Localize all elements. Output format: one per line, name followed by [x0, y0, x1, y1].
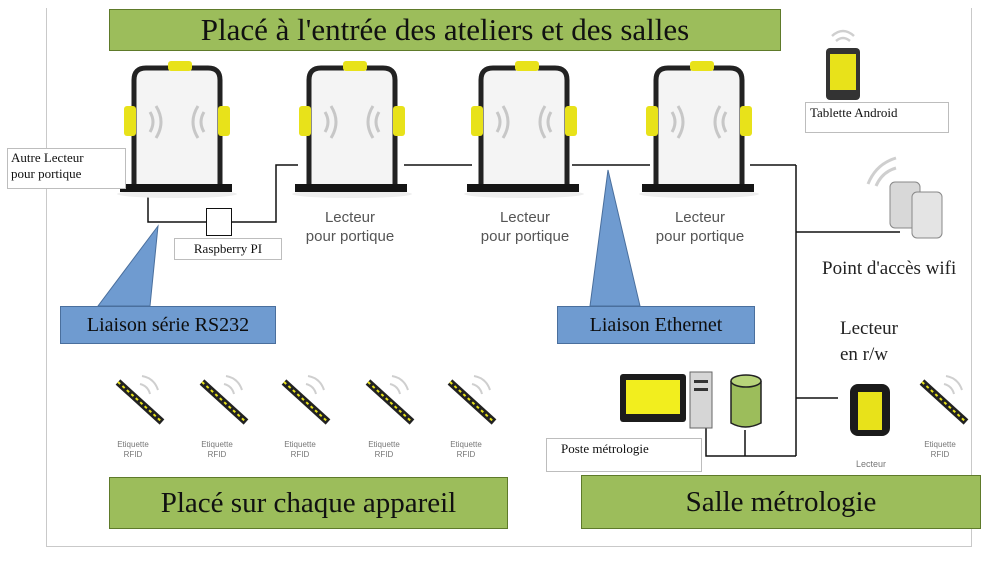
rfid-tag-line1: Etiquette — [924, 440, 956, 449]
rfid-tag-label: Etiquette RFID — [280, 440, 320, 460]
rfid-tag-line2: RFID — [456, 450, 476, 459]
tablet-box: Tablette Android — [805, 102, 949, 133]
rfid-tag-icon — [115, 375, 165, 425]
rfid-tag-label: Etiquette RFID — [364, 440, 404, 460]
rfid-tag-line1: Etiquette — [117, 440, 149, 449]
ethernet-callout: Liaison Ethernet — [557, 306, 755, 344]
raspberry-pi-icon — [206, 208, 232, 236]
wifi-label: Point d'accès wifi — [822, 258, 957, 279]
rfid-tag-label: Etiquette RFID — [920, 440, 960, 460]
rfid-tag-icon — [199, 375, 249, 425]
tablet-label: Tablette Android — [810, 105, 898, 120]
rw-reader-line1: Lecteur — [840, 318, 899, 339]
rfid-tag-label: Etiquette RFID — [197, 440, 237, 460]
rfid-tag-line2: RFID — [123, 450, 143, 459]
portal-reader-label-line2: pour portique — [480, 228, 570, 245]
portal-reader-icon — [117, 61, 237, 198]
rw-reader-line2: en r/w — [840, 344, 889, 365]
rfid-tag-icon — [919, 375, 969, 425]
portal-reader-label-line1: Lecteur — [324, 209, 376, 226]
rfid-tag-line1: Etiquette — [368, 440, 400, 449]
rfid-tag-line2: RFID — [207, 450, 227, 459]
banner-metrology: Salle métrologie — [581, 475, 981, 529]
rs232-line-right — [230, 164, 298, 223]
portal-reader-icon — [464, 61, 584, 198]
portal-reader-label-line2: pour portique — [305, 228, 395, 245]
rw-reader-small-label: Lecteur — [855, 459, 887, 469]
banner-devices: Placé sur chaque appareil — [109, 477, 508, 529]
rfid-tag-label: Etiquette RFID — [446, 440, 486, 460]
portal-reader-icon — [292, 61, 412, 198]
diagram-frame — [46, 8, 972, 547]
portal-reader-label-line1: Lecteur — [674, 209, 726, 226]
computer-label: Poste métrologie — [561, 441, 649, 456]
rfid-reader-icon — [850, 384, 890, 436]
computer-icon — [620, 371, 713, 429]
rfid-tag-icon — [365, 375, 415, 425]
other-reader-box: Autre Lecteur pour portique — [7, 148, 126, 189]
portal-reader-label-4: Lecteur pour portique — [640, 208, 760, 246]
rfid-tag-label: Etiquette RFID — [113, 440, 153, 460]
computer-box: Poste métrologie — [546, 438, 702, 472]
database-icon — [730, 374, 762, 428]
banner-entrance-text: Placé à l'entrée des ateliers et des sal… — [200, 12, 690, 47]
rfid-tag-line2: RFID — [930, 450, 950, 459]
portal-reader-icon — [639, 61, 759, 198]
banner-metrology-text: Salle métrologie — [685, 485, 877, 518]
ethernet-callout-text: Liaison Ethernet — [589, 313, 723, 336]
rfid-tag-line1: Etiquette — [201, 440, 233, 449]
portal-reader-label-3: Lecteur pour portique — [465, 208, 585, 246]
rs232-callout-text: Liaison série RS232 — [86, 313, 250, 336]
rw-reader-label: Lecteur en r/w — [840, 316, 898, 368]
portal-reader-label-line2: pour portique — [655, 228, 745, 245]
raspberry-pi-box: Raspberry PI — [174, 238, 282, 260]
rfid-tag-icon — [447, 375, 497, 425]
rfid-tag-line1: Etiquette — [284, 440, 316, 449]
other-reader-line1: Autre Lecteur — [11, 150, 84, 165]
tablet-icon — [826, 29, 860, 100]
rfid-tag-icon — [281, 375, 331, 425]
rs232-callout: Liaison série RS232 — [60, 306, 276, 344]
rs232-line-left — [147, 196, 206, 223]
other-reader-line2: pour portique — [11, 166, 82, 181]
computer-line — [705, 428, 796, 457]
portal-reader-label-line1: Lecteur — [499, 209, 551, 226]
rfid-tag-line1: Etiquette — [450, 440, 482, 449]
banner-entrance: Placé à l'entrée des ateliers et des sal… — [109, 9, 781, 51]
wifi-access-point-icon — [866, 156, 943, 239]
rfid-tag-line2: RFID — [374, 450, 394, 459]
portal-reader-label-2: Lecteur pour portique — [290, 208, 410, 246]
rfid-tag-line2: RFID — [290, 450, 310, 459]
banner-devices-text: Placé sur chaque appareil — [160, 486, 457, 519]
raspberry-pi-label: Raspberry PI — [193, 241, 263, 256]
